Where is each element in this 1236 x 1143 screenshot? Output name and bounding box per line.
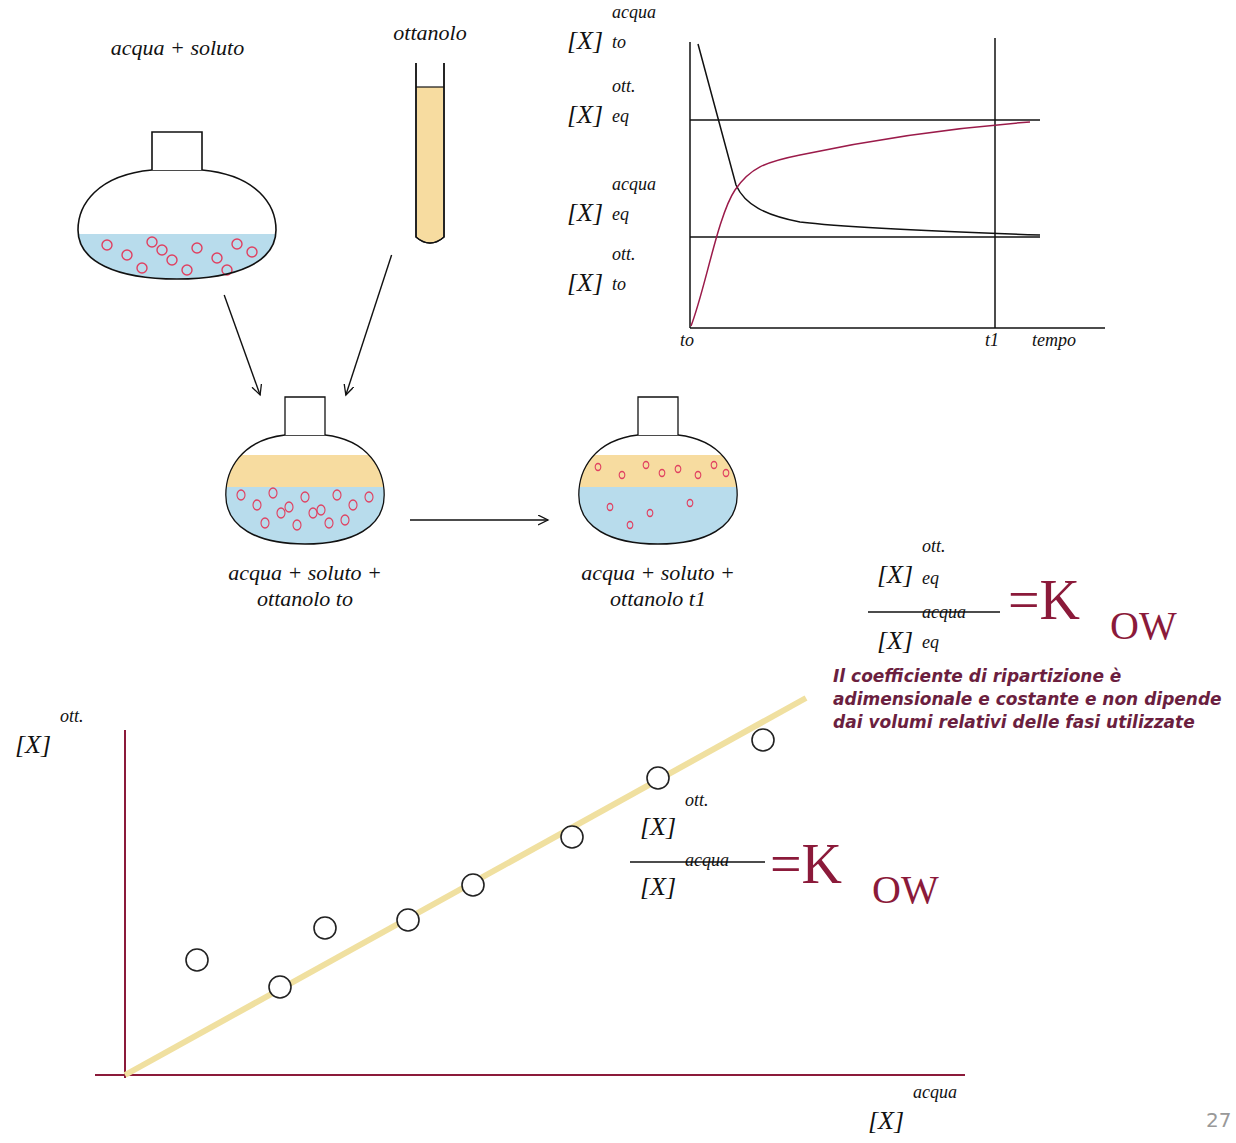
flask: acqua + soluto + ottanolo to xyxy=(200,395,410,645)
test-tube: ottanolo xyxy=(380,20,480,255)
flask-label: ottanolo xyxy=(380,20,480,46)
script-index: eq xyxy=(612,106,629,127)
script-index: acqua xyxy=(612,2,656,23)
concentration-symbol: [X] xyxy=(567,268,603,298)
flask-label: acqua + soluto xyxy=(70,35,285,61)
script-index: t1 xyxy=(985,330,999,351)
partition-constant: =K xyxy=(1008,568,1080,632)
concentration-symbol: [X] xyxy=(640,872,676,902)
concentration-symbol: [X] xyxy=(640,812,676,842)
constant-subscript: OW xyxy=(1110,602,1177,649)
flask-drawing xyxy=(77,130,277,280)
concentration-symbol: [X] xyxy=(868,1106,904,1136)
flask-label: acqua + soluto + ottanolo t1 xyxy=(558,560,758,612)
script-index: eq xyxy=(612,204,629,225)
time-graph xyxy=(690,38,1105,328)
concentration-symbol: [X] xyxy=(877,560,913,590)
flask: acqua + soluto xyxy=(70,35,285,295)
script-index: to xyxy=(612,274,626,295)
note-text: Il coefficiente di ripartizione è adimen… xyxy=(833,665,1223,734)
script-index: eq xyxy=(922,568,939,589)
process-arrow xyxy=(346,255,392,395)
page-number: 27 xyxy=(1206,1108,1231,1132)
script-index: to xyxy=(612,32,626,53)
script-index: ott. xyxy=(60,706,84,727)
concentration-symbol: [X] xyxy=(567,198,603,228)
flask-label: acqua + soluto + ottanolo to xyxy=(210,560,400,612)
flask-drawing xyxy=(578,395,738,545)
script-index: acqua xyxy=(612,174,656,195)
concentration-symbol: [X] xyxy=(567,26,603,56)
concentration-symbol: [X] xyxy=(567,100,603,130)
process-arrow xyxy=(410,519,548,520)
partition-constant: =K xyxy=(770,832,842,896)
scatter-plot xyxy=(95,698,965,1078)
constant-subscript: OW xyxy=(872,866,939,913)
concentration-symbol: [X] xyxy=(877,626,913,656)
script-index: ott. xyxy=(922,536,946,557)
script-index: ott. xyxy=(685,790,709,811)
script-index: eq xyxy=(922,632,939,653)
script-index: to xyxy=(680,330,694,351)
script-index: tempo xyxy=(1032,330,1076,351)
script-index: acqua xyxy=(922,602,966,623)
concentration-symbol: [X] xyxy=(15,730,51,760)
script-index: acqua xyxy=(685,850,729,871)
script-index: acqua xyxy=(913,1082,957,1103)
tube-drawing xyxy=(415,62,445,250)
script-index: ott. xyxy=(612,76,636,97)
process-arrow xyxy=(224,295,260,395)
flask-drawing xyxy=(225,395,385,545)
flask: acqua + soluto + ottanolo t1 xyxy=(548,395,768,645)
script-index: ott. xyxy=(612,244,636,265)
